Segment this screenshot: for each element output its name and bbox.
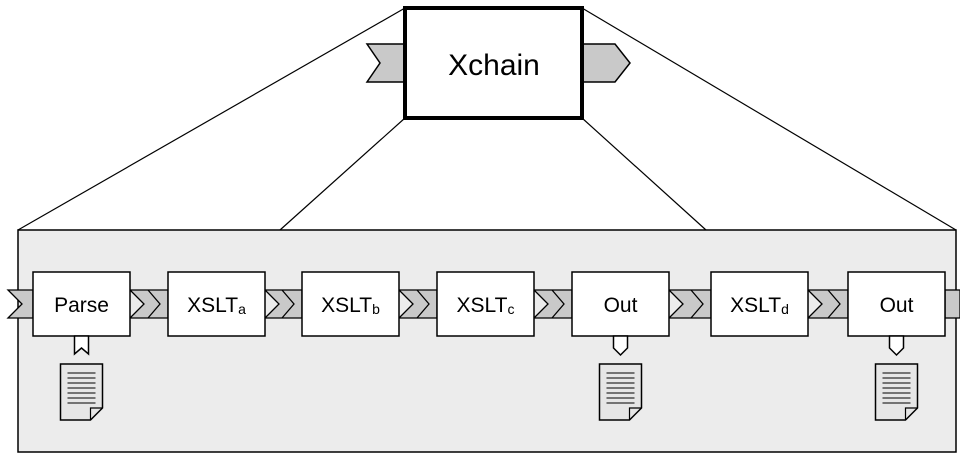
output-tab xyxy=(888,335,905,357)
xchain-output-arrow xyxy=(577,43,631,83)
expansion-line-outer-left xyxy=(17,7,406,231)
flow-chevron xyxy=(416,289,430,319)
document-page xyxy=(874,363,919,421)
stage-box xyxy=(301,271,400,337)
stage-label: XSLTc xyxy=(457,294,515,317)
flow-connector xyxy=(128,289,169,319)
stage-label: XSLTd xyxy=(730,294,789,317)
flow-connector xyxy=(6,289,34,319)
flow-chevron xyxy=(827,289,841,319)
expansion-lines xyxy=(17,7,957,231)
document-page xyxy=(59,363,104,421)
expansion-line-inner-left xyxy=(279,117,406,231)
flow-chevron xyxy=(147,289,161,319)
pipeline-stages: Parse XSLTa XSLTb XSLTc Out XSLTd Out xyxy=(6,271,960,421)
stage-box xyxy=(847,271,946,337)
stage-label: XSLTb xyxy=(321,294,380,317)
document-fold xyxy=(904,407,918,420)
xchain-title: Xchain xyxy=(448,49,540,82)
stage-box xyxy=(571,271,670,337)
flow-connector xyxy=(397,289,438,319)
flow-chevron xyxy=(690,289,704,319)
stage-label-subscript: a xyxy=(238,301,246,317)
stage-label: Out xyxy=(880,294,914,317)
document-icon xyxy=(874,363,919,421)
stage-box xyxy=(710,271,809,337)
document-fold xyxy=(89,407,103,420)
stage-label: Out xyxy=(604,294,638,317)
stage-label-subscript: b xyxy=(372,301,380,317)
pipeline-panel xyxy=(17,229,957,453)
stage-label-subscript: d xyxy=(781,301,789,317)
flow-connector xyxy=(944,289,960,319)
document-fold xyxy=(628,407,642,420)
output-tab xyxy=(73,335,90,356)
xchain-input-arrow xyxy=(365,43,411,83)
stage-label-subscript: c xyxy=(507,301,514,317)
stage-box xyxy=(167,271,266,337)
expansion-line-outer-right xyxy=(581,7,957,231)
stage-box xyxy=(32,271,131,337)
document-icon xyxy=(598,363,643,421)
output-tab xyxy=(612,335,629,357)
stage-label: XSLTa xyxy=(187,294,246,317)
flow-chevron xyxy=(281,289,295,319)
expansion-line-inner-right xyxy=(581,117,707,231)
xchain-box xyxy=(403,6,584,120)
flow-chevron xyxy=(551,289,565,319)
flow-connector xyxy=(667,289,712,319)
flow-connector xyxy=(532,289,573,319)
flow-connector xyxy=(263,289,303,319)
document-page xyxy=(598,363,643,421)
stage-box xyxy=(436,271,535,337)
xchain-component: Xchain xyxy=(365,6,631,120)
stage-label: Parse xyxy=(54,294,109,317)
document-icon xyxy=(59,363,104,421)
